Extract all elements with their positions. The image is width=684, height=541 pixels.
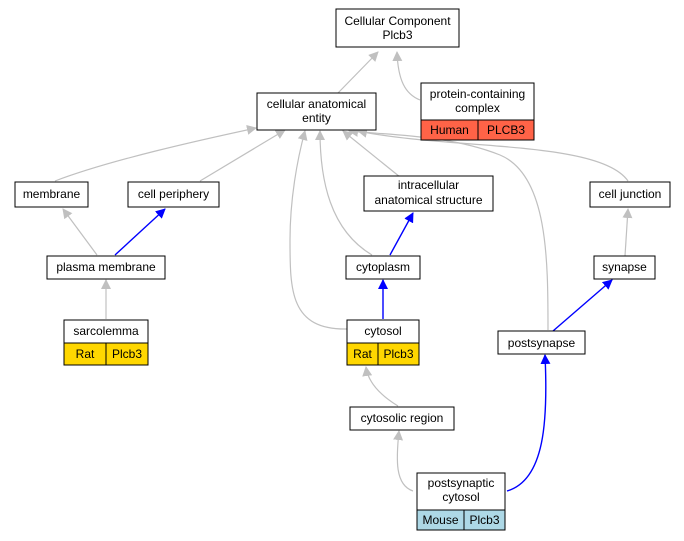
node-cellular-component[interactable]: Cellular Component Plcb3 (335, 8, 460, 48)
node-sarcolemma[interactable]: sarcolemma Rat Plcb3 (63, 319, 149, 366)
node-periphery-label: cell periphery (138, 187, 209, 201)
edge-cytoplasm-to-entity (315, 130, 373, 256)
node-synapse-label: synapse (602, 260, 647, 274)
edge-plasma-to-membrane (62, 208, 98, 256)
node-cytoplasm-label: cytoplasm (356, 260, 410, 274)
edge-cytosol-to-entity (289, 130, 348, 330)
node-entity-line1: cellular anatomical (267, 97, 366, 111)
edge-complex-to-root (392, 51, 421, 101)
edge-periphery-to-entity (199, 129, 286, 182)
node-cell-periphery[interactable]: cell periphery (127, 181, 220, 208)
node-cytosolic-region[interactable]: cytosolic region (349, 406, 455, 431)
annotation-complex-gene: PLCB3 (487, 123, 525, 137)
edge-postsynapse-to-synapse (552, 279, 613, 332)
node-cellular-component-line2: Plcb3 (382, 28, 412, 42)
node-plasma-label: plasma membrane (56, 260, 156, 274)
annotation-cytosol-species: Rat (353, 347, 372, 361)
node-sarcolemma-label: sarcolemma (73, 324, 139, 338)
node-postsynaptic-cytosol[interactable]: postsynaptic cytosol Mouse Plcb3 (416, 472, 506, 531)
node-intracellular-line2: anatomical structure (374, 193, 482, 207)
annotation-pcytosol-species: Mouse (422, 513, 458, 527)
node-intracellular-anatomical-structure[interactable]: intracellular anatomical structure (363, 175, 494, 212)
node-synapse[interactable]: synapse (593, 255, 656, 280)
node-intracellular-line1: intracellular (398, 178, 459, 192)
node-entity-line2: entity (302, 111, 331, 125)
annotation-complex-gene-cell (477, 119, 535, 141)
edge-plasma-to-periphery (114, 208, 166, 256)
annotation-sarcolemma-gene: Plcb3 (112, 347, 142, 361)
node-cytosol[interactable]: cytosol Rat Plcb3 (346, 319, 420, 366)
node-region-label: cytosolic region (361, 411, 444, 425)
node-cell-junction[interactable]: cell junction (589, 181, 671, 208)
node-membrane[interactable]: membrane (14, 181, 89, 208)
edge-junction-to-entity (357, 127, 629, 182)
nodes: Cellular Component Plcb3 cellular anatom… (14, 8, 671, 531)
annotation-pcytosol-gene-cell (463, 509, 506, 531)
annotation-cytosol-gene: Plcb3 (383, 347, 413, 361)
edge-entity-to-root (337, 51, 379, 94)
node-membrane-label: membrane (23, 187, 81, 201)
edge-pcytosol-to-postsynapse (506, 354, 551, 492)
node-plasma-membrane[interactable]: plasma membrane (46, 255, 166, 280)
node-postsynapse[interactable]: postsynapse (497, 330, 586, 355)
annotation-pcytosol-gene: Plcb3 (469, 513, 499, 527)
edge-intracellular-to-entity (342, 130, 401, 178)
edges (54, 51, 633, 492)
node-protein-containing-complex[interactable]: protein-containing complex Human PLCB3 (420, 82, 535, 141)
node-postsynapse-label: postsynapse (508, 336, 576, 350)
annotation-complex-species: Human (430, 123, 469, 137)
edge-postsynapse-to-entity (348, 126, 549, 331)
node-cellular-anatomical-entity[interactable]: cellular anatomical entity (256, 92, 377, 131)
node-complex-line2: complex (455, 101, 500, 115)
edge-cytoplasm-to-intracellular (389, 212, 414, 256)
node-pcytosol-line2: cytosol (442, 490, 479, 504)
annotation-sarcolemma-gene-cell (105, 342, 149, 366)
edge-synapse-to-junction (622, 208, 633, 257)
edge-pcytosol-to-region (393, 430, 414, 492)
edge-membrane-to-entity (54, 124, 257, 182)
annotation-sarcolemma-species: Rat (76, 347, 95, 361)
node-cytosol-label: cytosol (364, 324, 401, 338)
edge-region-to-cytosol (362, 366, 399, 407)
node-complex-line1: protein-containing (430, 87, 525, 101)
annotation-cytosol-gene-cell (377, 342, 420, 366)
node-pcytosol-line1: postsynaptic (428, 476, 495, 490)
node-junction-label: cell junction (599, 187, 662, 201)
node-cellular-component-line1: Cellular Component (344, 14, 451, 28)
node-cytoplasm[interactable]: cytoplasm (345, 255, 421, 280)
